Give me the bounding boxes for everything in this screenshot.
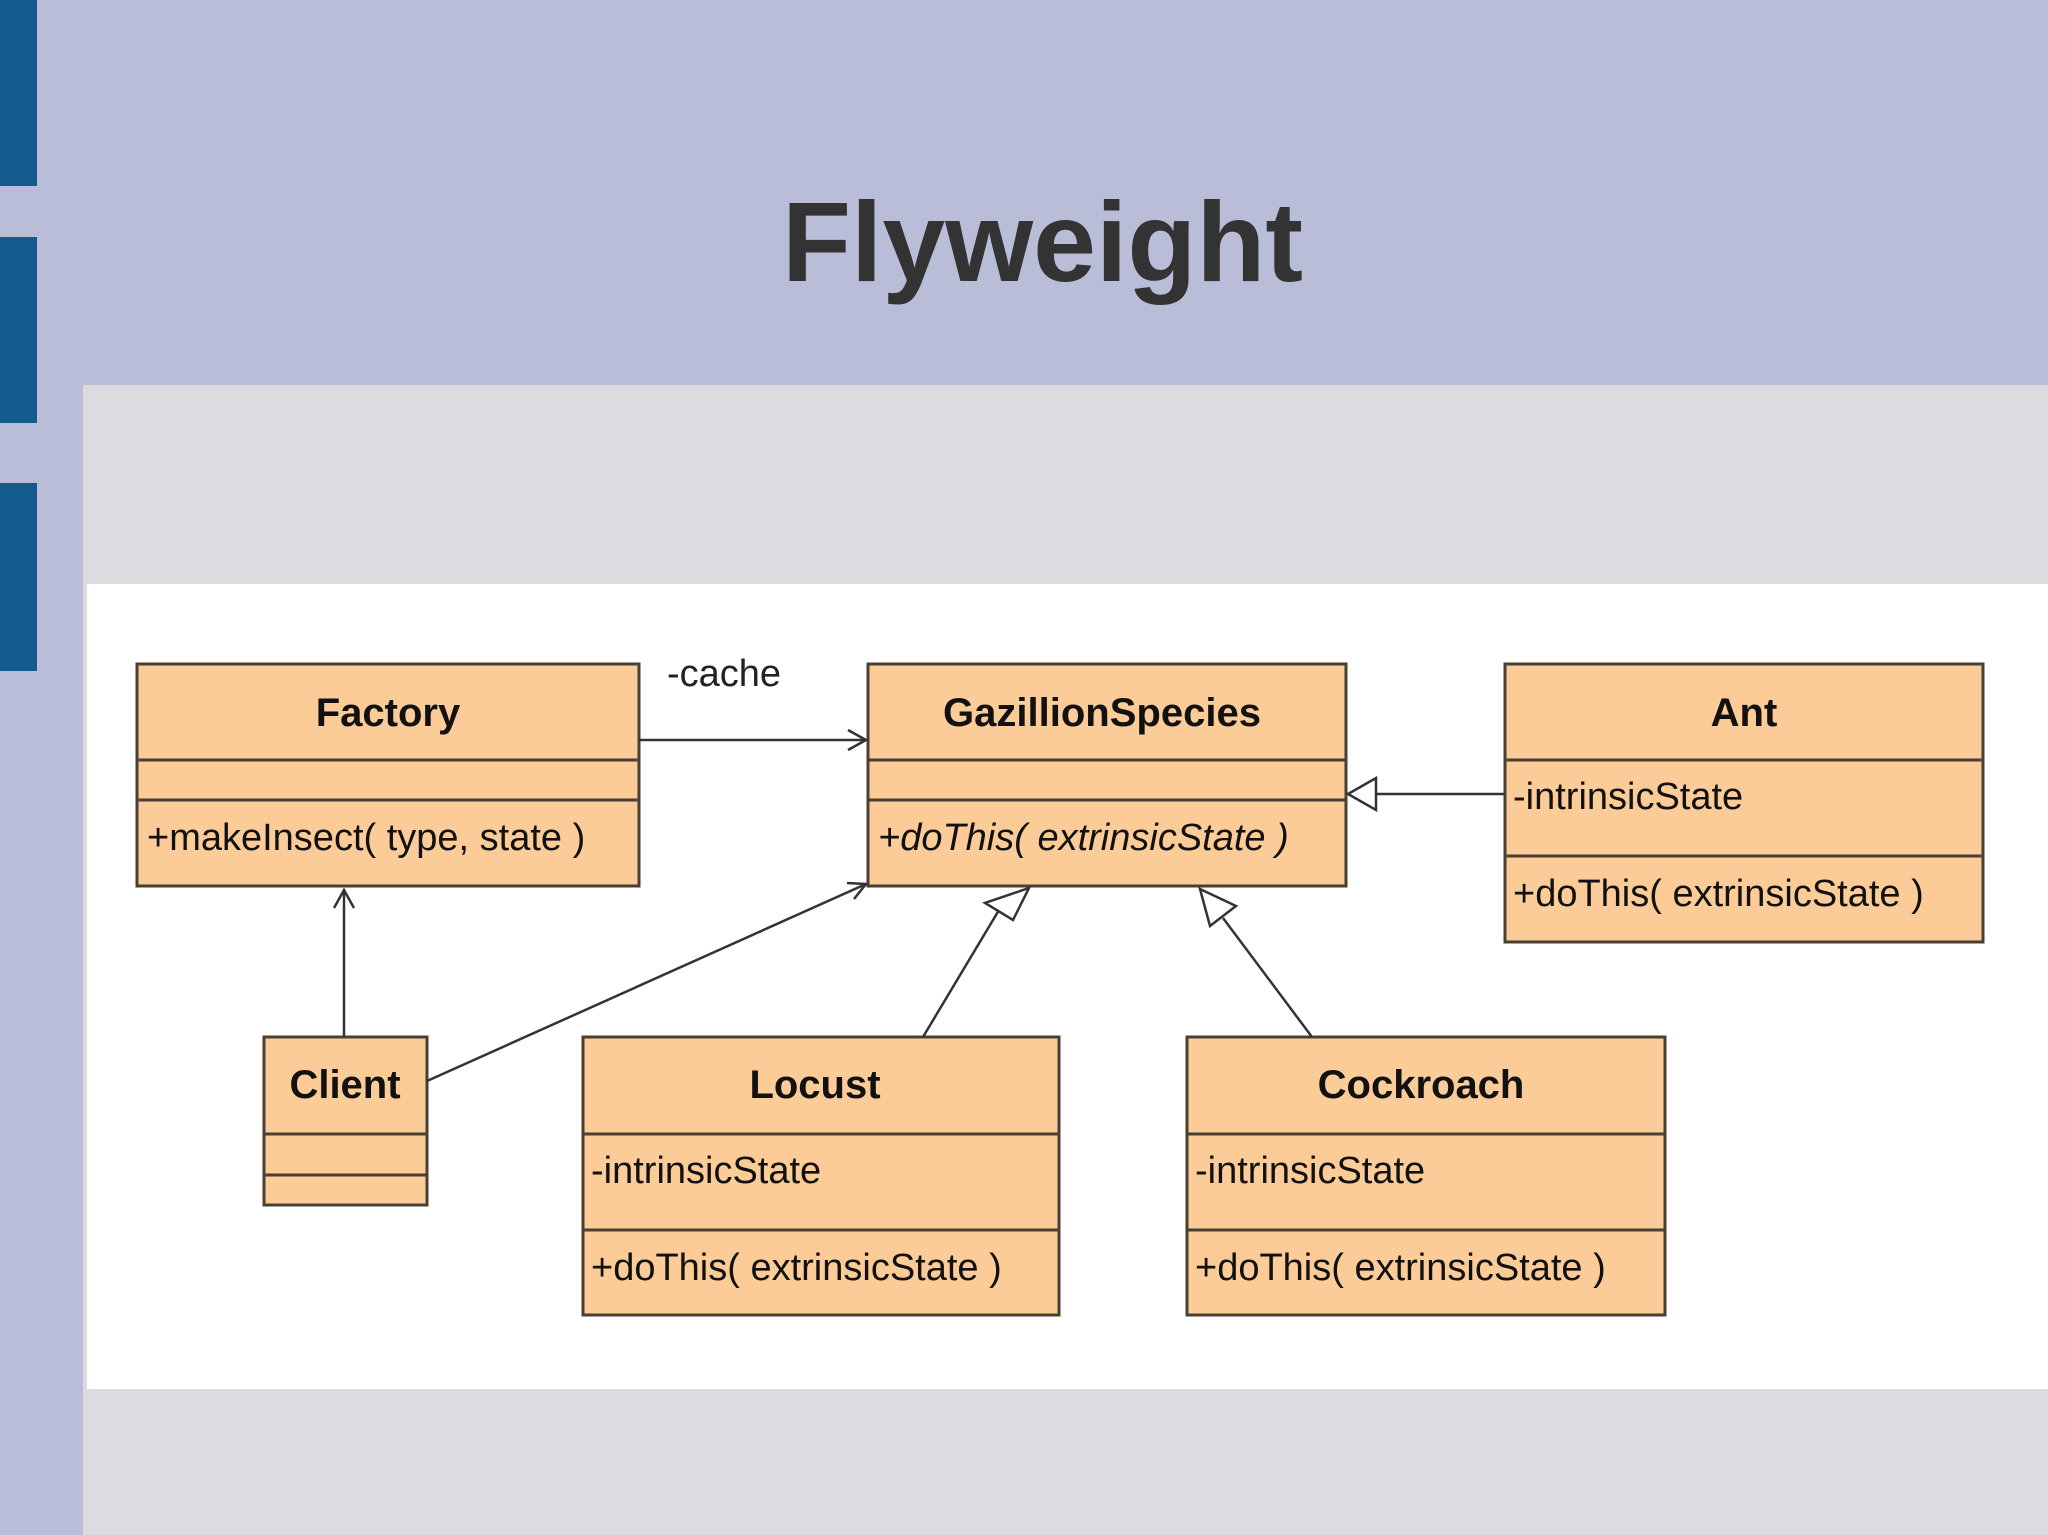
uml-diagram: Factory +makeInsect( type, state ) Gazil… (87, 584, 2048, 1389)
class-locust-name: Locust (749, 1063, 880, 1107)
generalization-line (921, 909, 1001, 1038)
open-arrowhead-icon (847, 728, 869, 752)
hollow-triangle-icon (982, 885, 1032, 922)
class-factory-box (135, 662, 641, 888)
class-cockroach-name: Cockroach (1318, 1063, 1525, 1107)
class-client-box (262, 1035, 429, 1207)
association-factory-gazillion: -cache (639, 653, 869, 752)
class-ant-operation: +doThis( extrinsicState ) (1513, 873, 1924, 915)
class-ant-attribute: -intrinsicState (1513, 776, 1743, 818)
open-arrowhead-icon (846, 881, 869, 900)
accent-bar-top (0, 0, 37, 186)
generalization-line (1221, 917, 1314, 1038)
class-factory-name: Factory (316, 691, 461, 735)
dependency-client-factory (332, 887, 356, 1037)
class-ant-name: Ant (1711, 691, 1778, 735)
class-locust-operation: +doThis( extrinsicState ) (591, 1247, 1002, 1289)
hollow-triangle-icon (1198, 886, 1239, 929)
class-client: Client (262, 1035, 429, 1207)
dependency-line (426, 882, 867, 1083)
uml-diagram-canvas: Factory +makeInsect( type, state ) Gazil… (135, 653, 1985, 1317)
slide-title: Flyweight (781, 179, 1304, 305)
class-gazillion-species-name: GazillionSpecies (943, 691, 1261, 735)
class-cockroach-attribute: -intrinsicState (1195, 1150, 1425, 1192)
class-cockroach-operation: +doThis( extrinsicState ) (1195, 1247, 1606, 1289)
class-gazillion-species-operation: +doThis( extrinsicState ) (878, 817, 1289, 859)
class-ant: Ant -intrinsicState +doThis( extrinsicSt… (1503, 662, 1985, 944)
class-factory: Factory +makeInsect( type, state ) (135, 662, 641, 888)
class-factory-operation: +makeInsect( type, state ) (147, 817, 585, 859)
hollow-triangle-icon (1345, 775, 1378, 813)
association-label-cache: -cache (667, 653, 781, 695)
class-ant-box (1503, 662, 1985, 944)
class-locust-box (581, 1035, 1061, 1317)
class-cockroach: Cockroach -intrinsicState +doThis( extri… (1185, 1035, 1667, 1317)
class-gazillion-species-box (866, 662, 1348, 888)
accent-bar-bottom (0, 483, 37, 671)
class-client-name: Client (289, 1063, 400, 1107)
open-arrowhead-icon (332, 887, 356, 909)
class-locust: Locust -intrinsicState +doThis( extrinsi… (581, 1035, 1061, 1317)
dependency-client-gazillion (426, 881, 869, 1083)
generalization-locust-gazillion (921, 885, 1032, 1038)
class-locust-attribute: -intrinsicState (591, 1150, 821, 1192)
class-cockroach-box (1185, 1035, 1667, 1317)
class-gazillion-species: GazillionSpecies +doThis( extrinsicState… (866, 662, 1348, 888)
generalization-ant-gazillion (1345, 775, 1505, 813)
accent-bar-middle (0, 237, 37, 423)
generalization-cockroach-gazillion (1198, 886, 1314, 1038)
